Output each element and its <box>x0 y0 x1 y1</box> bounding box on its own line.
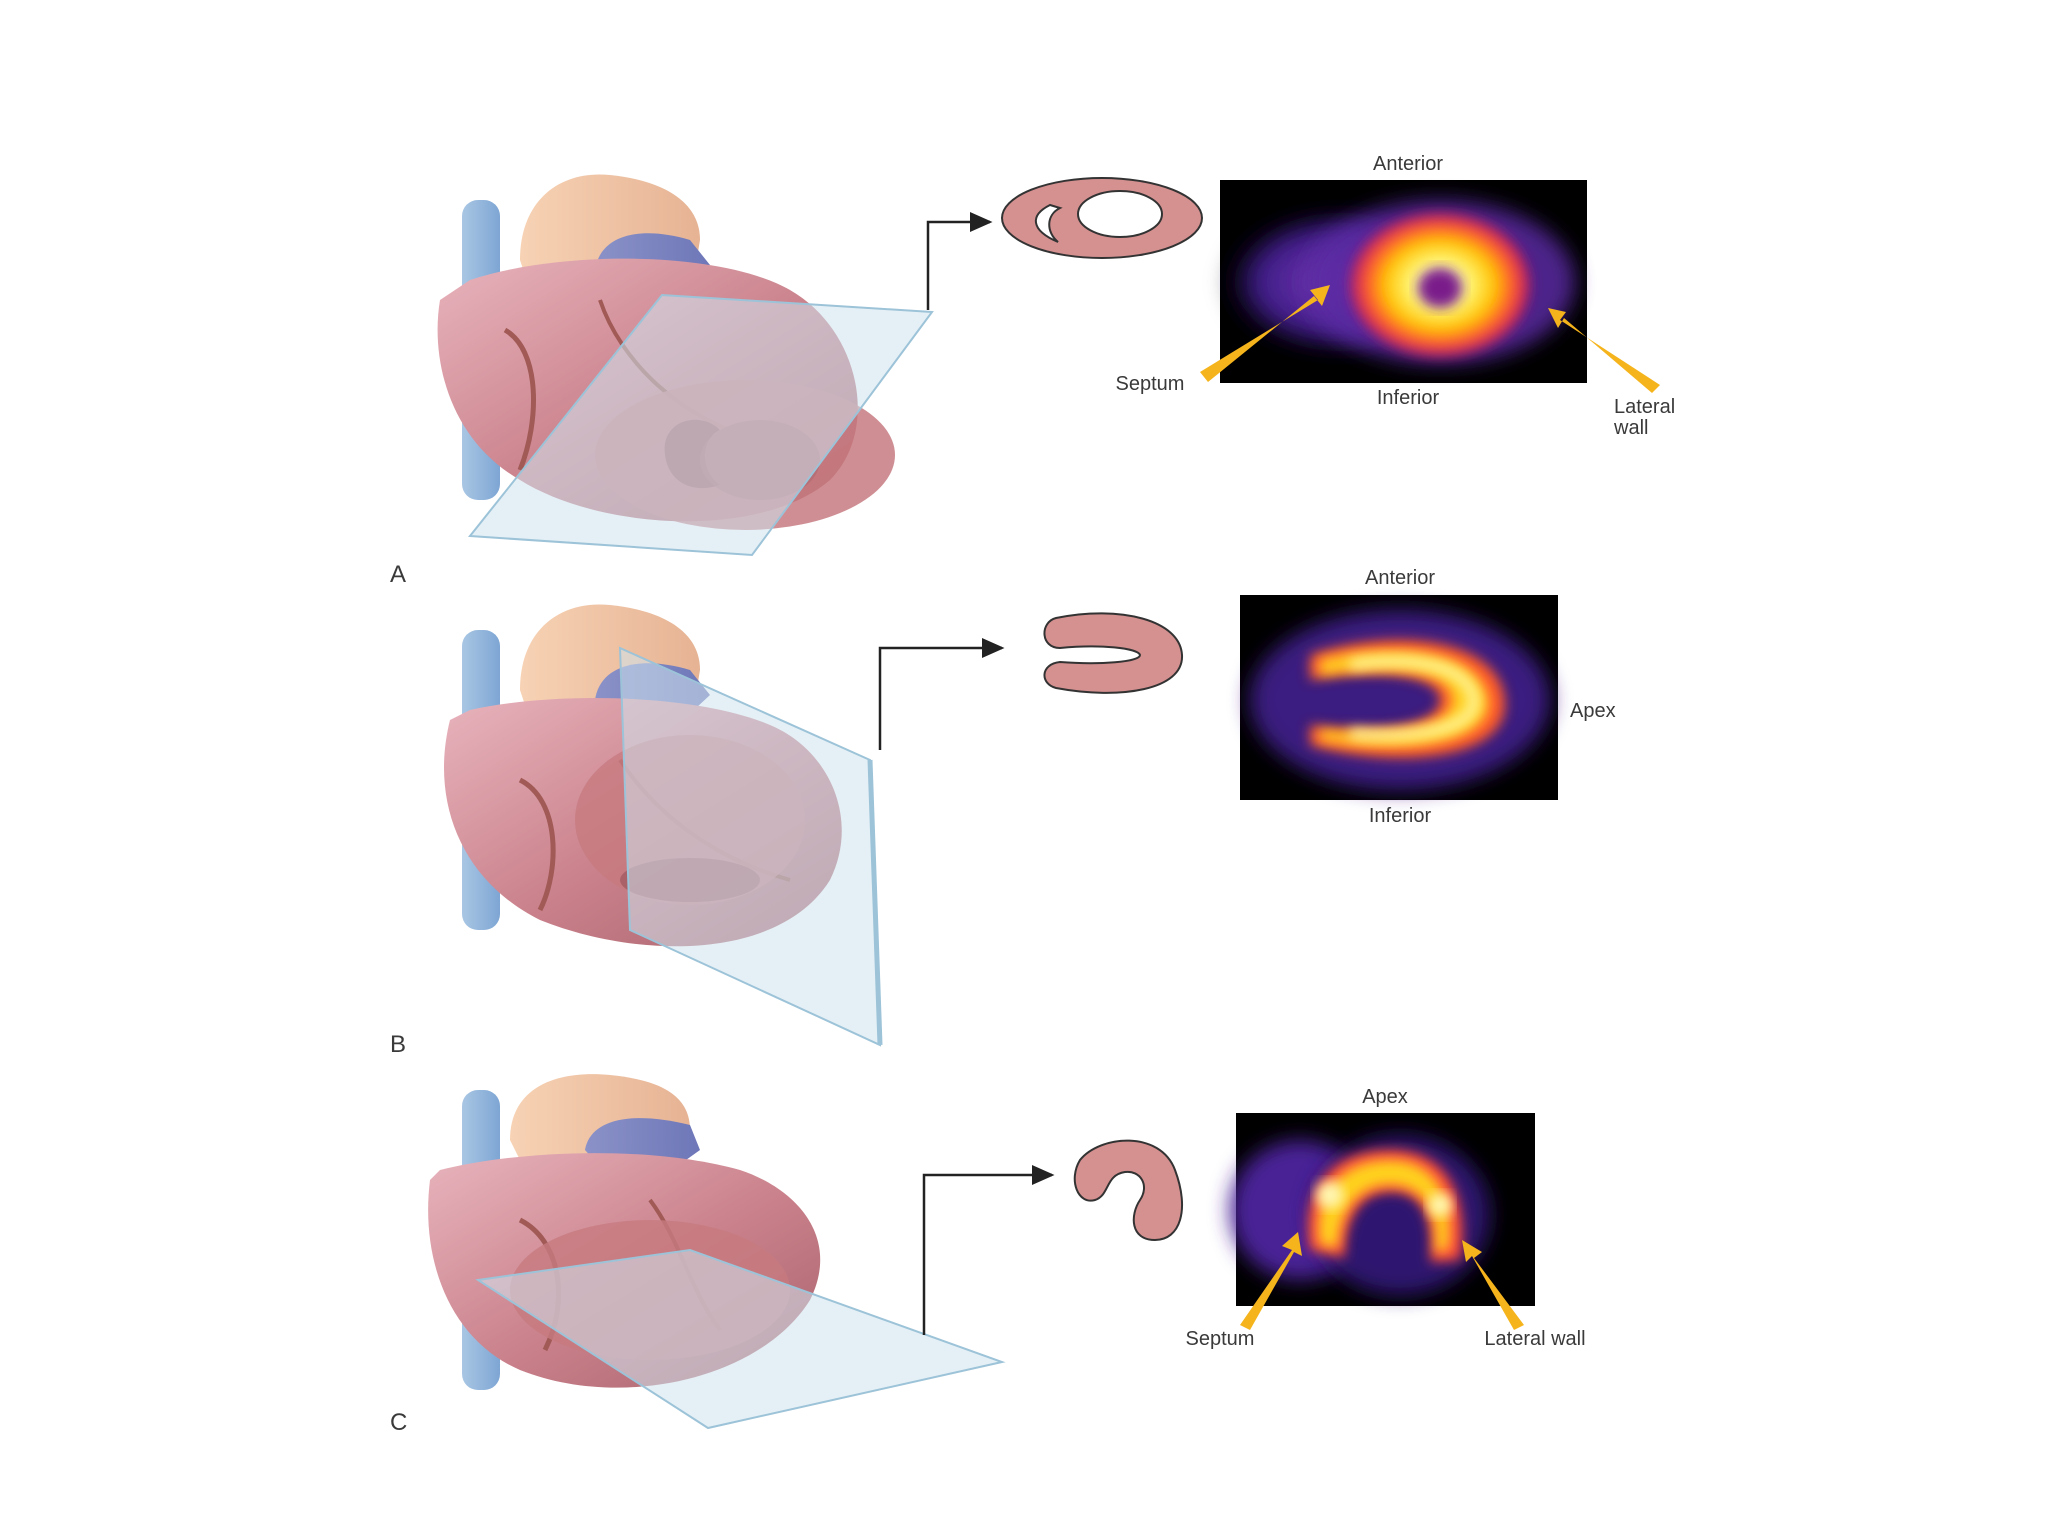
label-apex-b: Apex <box>1570 700 1616 722</box>
label-septum-a: Septum <box>1116 373 1185 395</box>
label-lateral-a: Lateral <box>1614 396 1675 418</box>
spect-image-b <box>1240 595 1558 800</box>
label-wall-a: wall <box>1613 417 1648 439</box>
panel-letter-a: A <box>390 561 406 588</box>
septum-arrow-a <box>1200 285 1330 382</box>
label-apex-c: Apex <box>1362 1086 1408 1108</box>
slice-plane-c <box>475 1248 1006 1430</box>
panel-letter-b: B <box>390 1031 406 1058</box>
label-inferior-a: Inferior <box>1377 387 1440 409</box>
cross-section-shape-b <box>1043 612 1184 694</box>
spect-image-a <box>1220 180 1587 383</box>
cross-section-shape-c <box>1073 1139 1184 1242</box>
connector-arrow-c <box>922 1165 1055 1335</box>
lateral-wall-arrow-a <box>1548 308 1660 393</box>
label-lateral-wall-c: Lateral wall <box>1484 1328 1585 1350</box>
connector-arrow-a <box>926 212 993 310</box>
connector-arrow-b <box>878 638 1005 750</box>
label-inferior-b: Inferior <box>1369 805 1432 827</box>
label-anterior-a: Anterior <box>1373 153 1443 175</box>
label-anterior-b: Anterior <box>1365 567 1435 589</box>
slice-plane-b <box>618 646 882 1047</box>
panel-b: B Anterior Inferior Apex <box>390 567 1616 1058</box>
panel-a: A Anterior Inferior Septum Lateral wall <box>390 153 1675 588</box>
slice-plane-a <box>468 293 934 557</box>
panel-letter-c: C <box>390 1409 407 1436</box>
label-septum-c: Septum <box>1186 1328 1255 1350</box>
lateral-wall-arrow-c <box>1462 1240 1524 1330</box>
septum-arrow-c <box>1240 1232 1302 1330</box>
panel-c: C Apex Septum Lateral wall <box>390 1074 1586 1436</box>
cross-section-shape-a <box>1001 177 1203 259</box>
